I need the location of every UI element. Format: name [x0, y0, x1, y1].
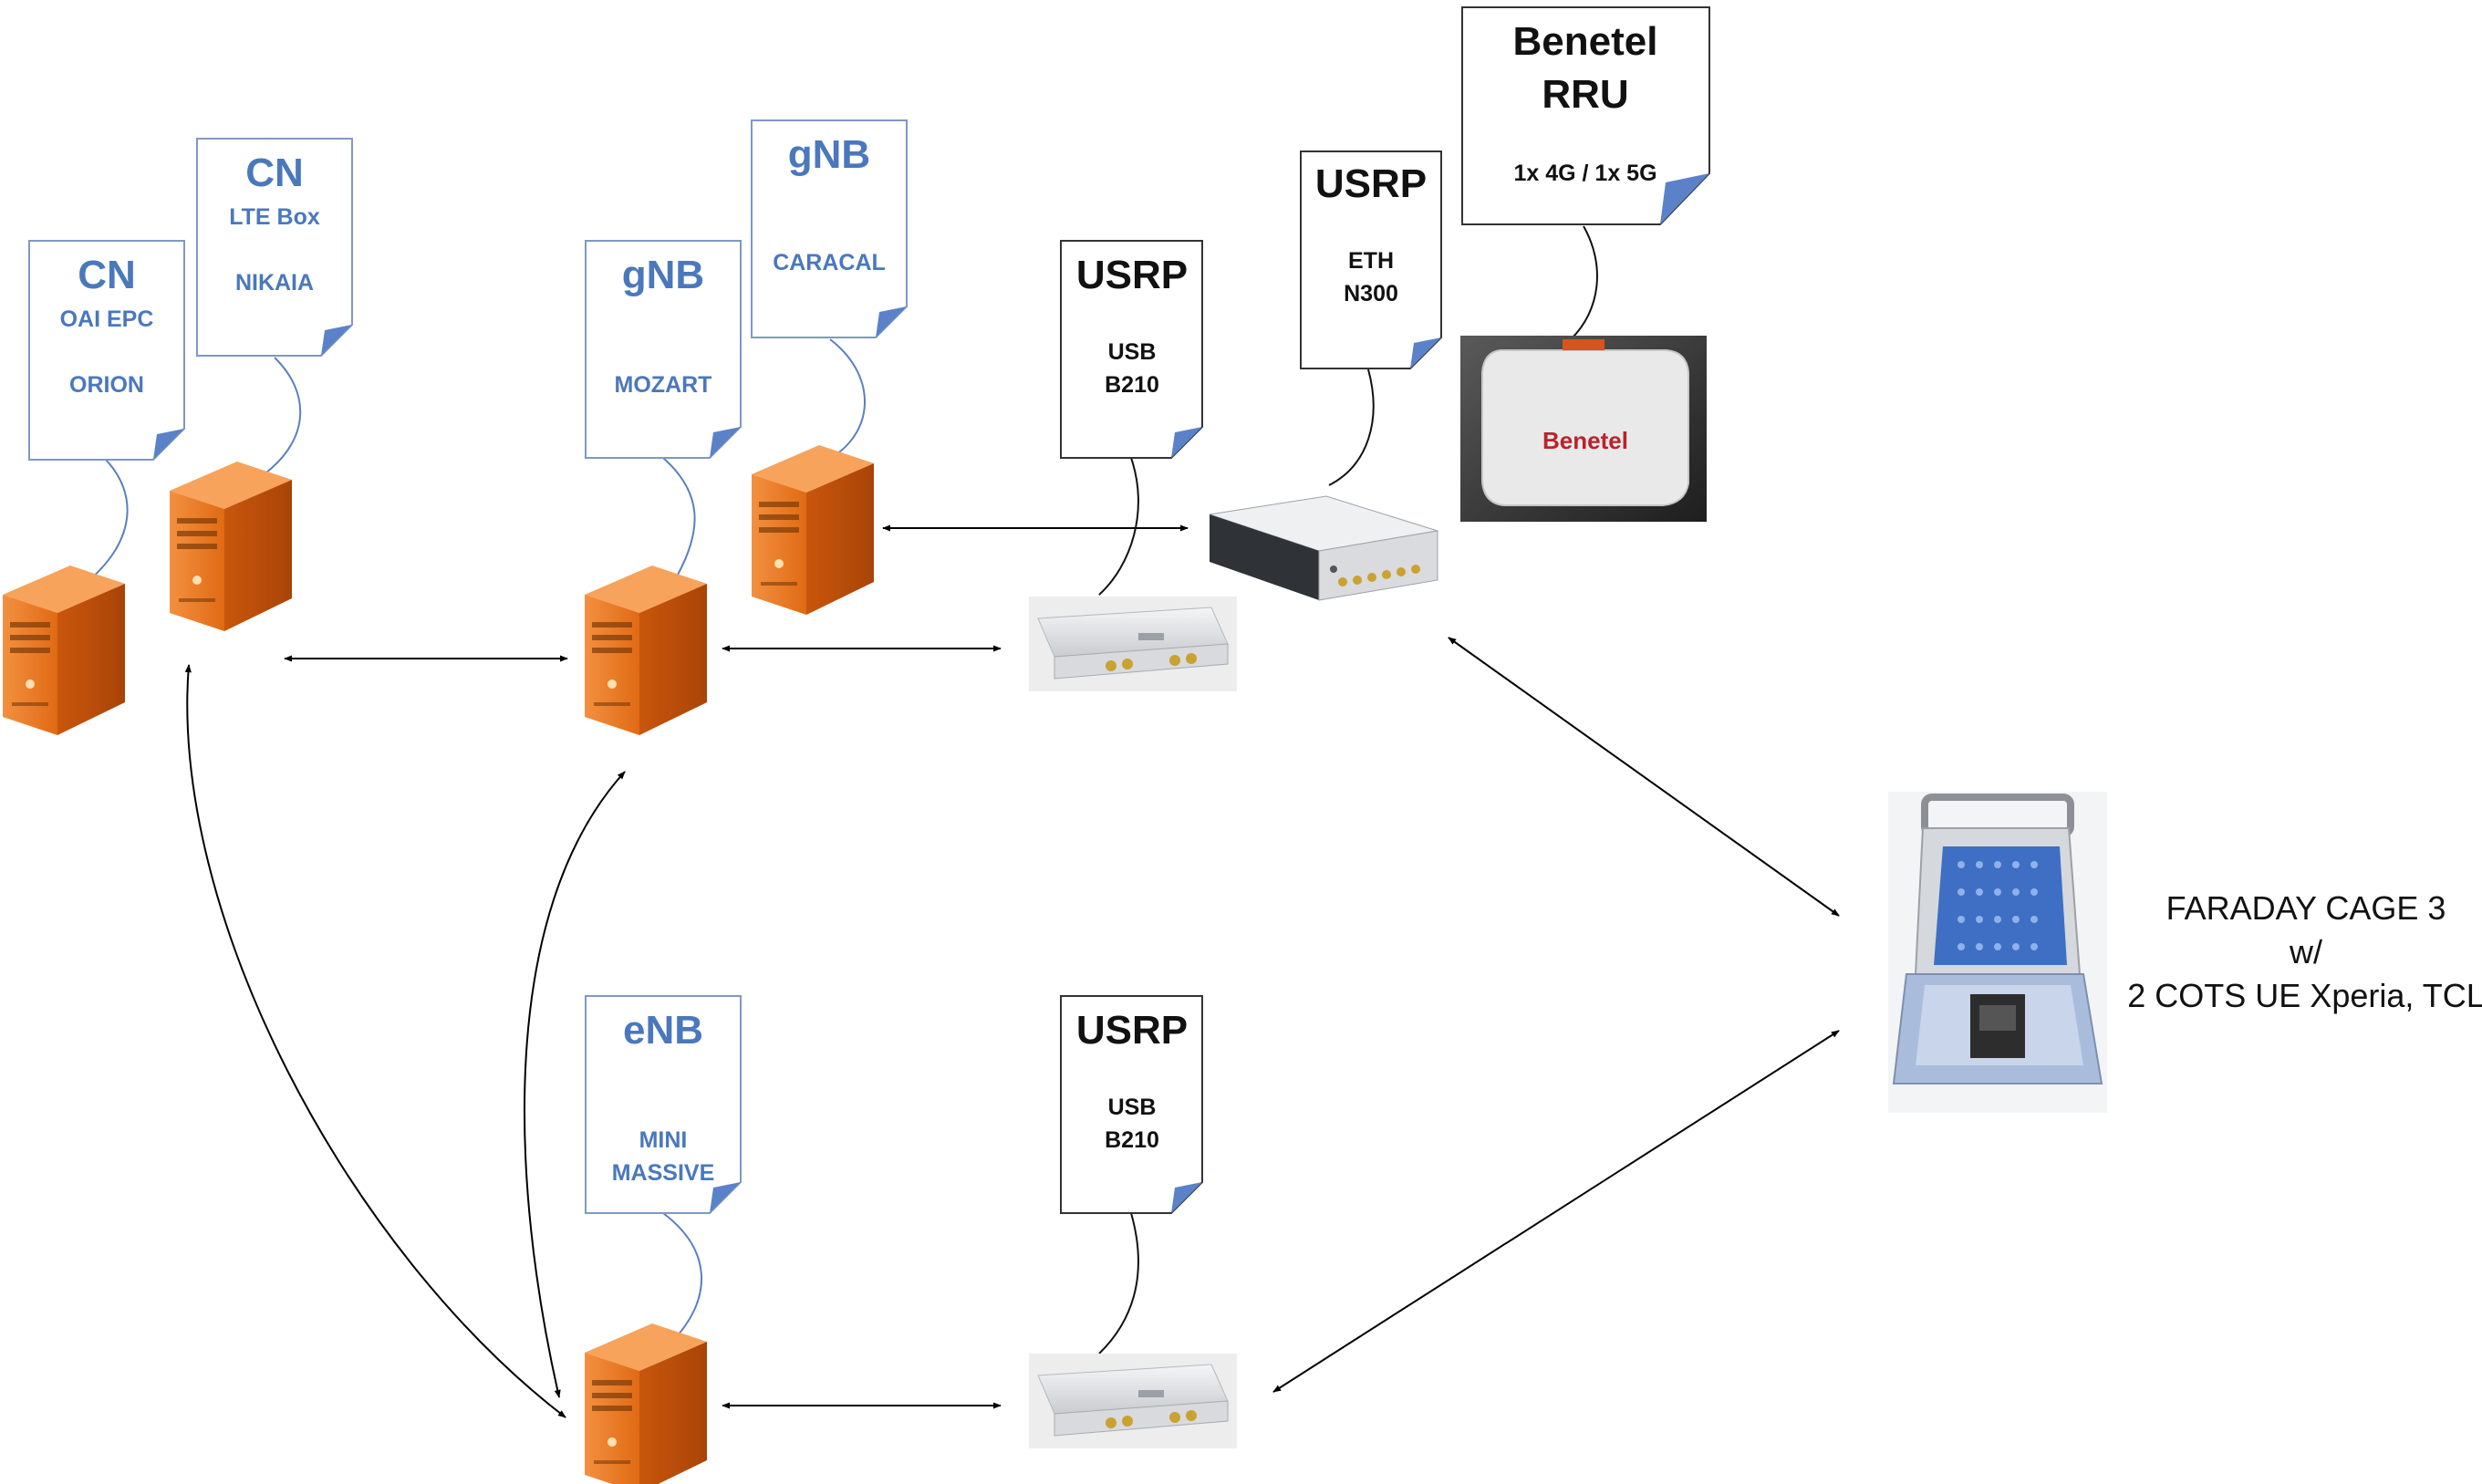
- usrp-b210-device-bottom: [1028, 1353, 1238, 1449]
- note-title: Benetel: [1513, 19, 1658, 64]
- note-line: USB: [1108, 339, 1157, 365]
- note-line: NIKAIA: [235, 270, 314, 296]
- connection-arrows: [184, 524, 1840, 1418]
- faraday-caption-line1: FARADAY CAGE 3: [2166, 889, 2446, 927]
- note-line: CARACAL: [773, 250, 886, 275]
- note-benetel-rru: Benetel RRU 1x 4G / 1x 5G: [1461, 6, 1710, 225]
- note-title: USRP: [1076, 253, 1188, 297]
- usrp-n300-device: [1209, 495, 1438, 601]
- usrp-b210-device-top: [1028, 596, 1238, 692]
- benetel-rru-device: Benetel: [1460, 336, 1707, 522]
- faraday-caption-line3: 2 COTS UE Xperia, TCL: [2127, 977, 2482, 1014]
- note-usrp-n300: USRP ETH N300: [1300, 150, 1442, 369]
- note-line: N300: [1344, 281, 1398, 306]
- faraday-cage-device: [1888, 792, 2107, 1113]
- server-icon-caracal: [752, 445, 874, 615]
- note-line: USB: [1108, 1095, 1157, 1120]
- server-icon-enb: [585, 1323, 707, 1484]
- note-line: 1x 4G / 1x 5G: [1513, 161, 1656, 186]
- note-line: ETH: [1348, 248, 1394, 274]
- note-usrp-b210-bottom: USRP USB B210: [1060, 995, 1203, 1214]
- server-icon-nikaia: [170, 462, 292, 631]
- faraday-caption-line2: w/: [2289, 933, 2322, 970]
- benetel-logo: Benetel: [1542, 427, 1628, 454]
- note-title: CN: [245, 150, 304, 195]
- note-title: RRU: [1542, 72, 1628, 117]
- server-icon-orion: [3, 566, 125, 735]
- note-cn-orion: CN OAI EPC ORION: [28, 240, 185, 461]
- note-title: gNB: [788, 132, 870, 177]
- note-title: gNB: [622, 253, 704, 297]
- note-enb-mini-massive: eNB MINI MASSIVE: [585, 995, 742, 1214]
- note-cn-nikaia: CN LTE Box NIKAIA: [196, 138, 353, 357]
- note-usrp-b210-top: USRP USB B210: [1060, 240, 1203, 459]
- note-line: MASSIVE: [612, 1160, 715, 1186]
- note-line: LTE Box: [229, 204, 320, 230]
- note-gnb-caracal: gNB CARACAL: [751, 119, 908, 338]
- note-connectors: [88, 338, 866, 1336]
- note-line: MOZART: [615, 372, 712, 398]
- faraday-caption: FARADAY CAGE 3 w/ 2 COTS UE Xperia, TCL: [2127, 889, 2482, 1014]
- note-line: B210: [1105, 1127, 1159, 1153]
- note-title: USRP: [1076, 1008, 1188, 1053]
- note-gnb-mozart: gNB MOZART: [585, 240, 742, 459]
- note-line: B210: [1105, 372, 1159, 398]
- note-title: USRP: [1315, 161, 1427, 206]
- note-title: CN: [78, 253, 136, 297]
- server-icon-mozart: [585, 566, 707, 735]
- note-line: MINI: [639, 1127, 688, 1153]
- device-connectors: [1098, 225, 1598, 1354]
- note-title: eNB: [623, 1008, 703, 1053]
- note-line: OAI EPC: [60, 306, 154, 332]
- note-line: ORION: [69, 372, 144, 398]
